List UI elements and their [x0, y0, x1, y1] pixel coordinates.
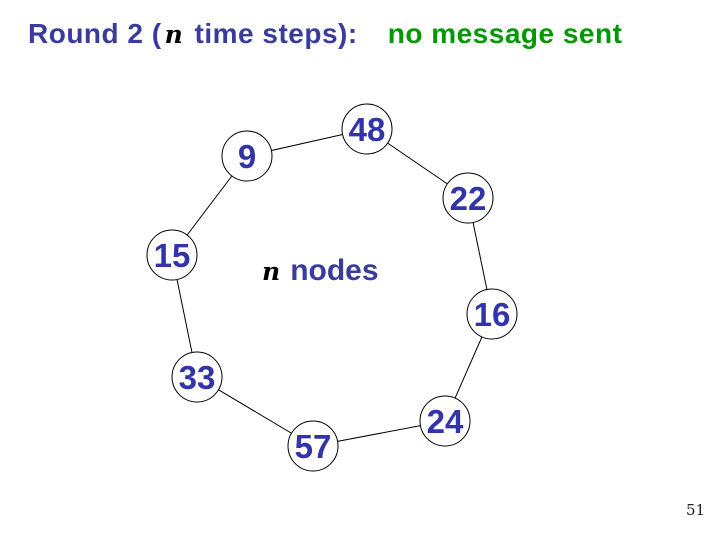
ring-node-label: 24 [427, 403, 464, 440]
center-label-text: nodes [290, 254, 379, 287]
ring-node-33: 33 [171, 351, 223, 403]
page-number: 51 [686, 501, 706, 519]
ring-node-9: 9 [221, 130, 273, 182]
ring-node-label: 16 [474, 296, 511, 333]
ring-node-22: 22 [442, 172, 494, 224]
ring-node-label: 33 [179, 359, 216, 396]
ring-node-label: 48 [349, 111, 386, 148]
ring-node-circle [171, 351, 223, 403]
ring-node-15: 15 [146, 229, 198, 281]
ring-node-48: 48 [341, 103, 393, 155]
ring-node-57: 57 [287, 420, 339, 472]
ring-node-label: 22 [450, 180, 487, 217]
title-text-time-steps: time steps): [186, 18, 358, 49]
ring-node-circle [466, 288, 518, 340]
ring-node-label: 57 [295, 428, 332, 465]
ring-node-label: 9 [238, 138, 256, 175]
center-label-math-n: n [262, 257, 281, 286]
ring-node-circle [287, 420, 339, 472]
ring-node-circle [442, 172, 494, 224]
ring-node-circle [419, 395, 471, 447]
ring-node-label: 15 [154, 237, 191, 274]
ring-node-24: 24 [419, 395, 471, 447]
title-text-round: Round 2 ( [28, 18, 162, 49]
ring-node-circle [146, 229, 198, 281]
slide-title: Round 2 (n time steps): no message sent [28, 18, 622, 50]
ring-node-16: 16 [466, 288, 518, 340]
title-math-n: n [164, 20, 184, 49]
ring-node-circle [221, 130, 273, 182]
ring-node-circle [341, 103, 393, 155]
title-highlight-no-message-sent: no message sent [387, 18, 623, 49]
